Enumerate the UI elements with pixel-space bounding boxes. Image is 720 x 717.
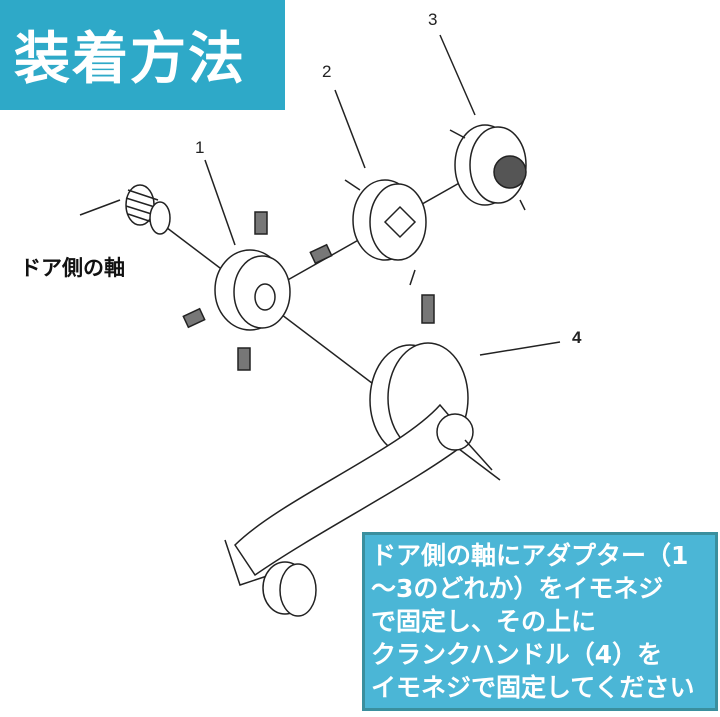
title-banner: 装着方法 (0, 0, 285, 110)
adapter-1-icon (182, 211, 333, 371)
part-label-3: 3 (428, 10, 438, 29)
adapter-2-icon (344, 179, 427, 286)
part-label-4: 4 (572, 328, 582, 347)
instruction-note: ドア側の軸にアダプター（1 〜3のどれか）をイモネジ で固定し、その上に クラン… (362, 532, 718, 711)
page-title: 装着方法 (14, 27, 246, 92)
crank-handle-4-icon (224, 294, 493, 617)
note-line: クランクハンドル（4）を (371, 640, 663, 669)
note-line: イモネジで固定してください (371, 673, 695, 702)
note-line: ドア側の軸にアダプター（1 (371, 541, 689, 570)
part-label-1: 1 (195, 138, 205, 157)
adapter-3-icon (449, 124, 527, 211)
door-shaft-label: ドア側の軸 (20, 256, 125, 280)
note-line: 〜3のどれか）をイモネジ (371, 574, 664, 603)
part-label-2: 2 (322, 62, 332, 81)
note-line: で固定し、その上に (371, 607, 597, 636)
door-shaft-icon (125, 184, 171, 235)
